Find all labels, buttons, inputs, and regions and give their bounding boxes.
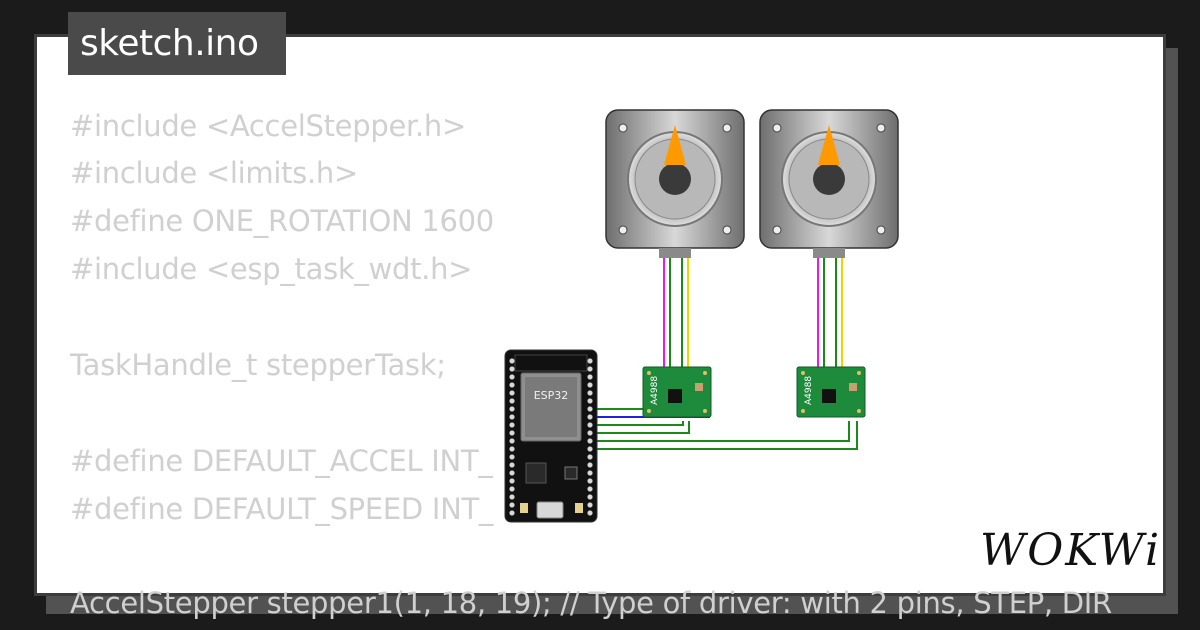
project-canvas: #include <AccelStepper.h> #include <limi…: [34, 34, 1166, 620]
driver2-label: A4988: [804, 376, 814, 405]
code-line-9: #define DEFAULT_SPEED INT_: [70, 492, 494, 526]
stepper-motor-1[interactable]: [605, 109, 745, 258]
a4988-driver-2[interactable]: A4988: [796, 366, 866, 418]
code-line-11: AccelStepper stepper1(1, 18, 19); // Typ…: [70, 586, 1112, 620]
code-line-4: #include <esp_task_wdt.h>: [70, 252, 473, 286]
motor2-indicator-icon: [818, 125, 840, 165]
esp32-pins-left: [509, 358, 515, 516]
code-line-1: #include <AccelStepper.h>: [70, 109, 466, 143]
esp32-pins-right: [587, 358, 593, 516]
circuit-diagram: A4988 A4988 ESP32: [504, 109, 899, 523]
code-line-2: #include <limits.h>: [70, 156, 358, 190]
wokwi-logo: WOKWi: [980, 525, 1162, 576]
file-tab[interactable]: sketch.ino: [68, 12, 286, 75]
motor1-indicator-icon: [664, 125, 686, 165]
motor1-wires: [663, 255, 689, 367]
stepper-motor-2[interactable]: [759, 109, 899, 258]
code-line-8: #define DEFAULT_ACCEL INT_: [70, 444, 493, 478]
esp32-board[interactable]: ESP32: [504, 349, 598, 523]
esp32-label: ESP32: [534, 389, 569, 402]
driver1-label: A4988: [650, 376, 660, 405]
a4988-driver-1[interactable]: A4988: [642, 366, 712, 418]
code-line-3: #define ONE_ROTATION 1600: [70, 204, 494, 238]
motor2-wires: [817, 255, 843, 367]
code-line-6: TaskHandle_t stepperTask;: [70, 348, 446, 382]
